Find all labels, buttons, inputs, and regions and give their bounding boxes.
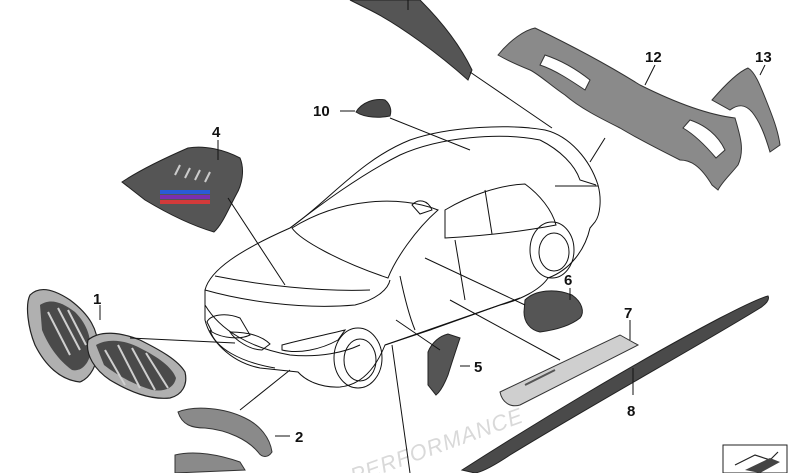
callout-12: 12	[645, 49, 662, 66]
callout-10: 10	[313, 103, 330, 120]
part-7-sill-plate	[499, 334, 640, 407]
part-1-kidney-grille	[26, 288, 187, 399]
callout-8: 8	[627, 403, 635, 420]
car-outline	[204, 126, 601, 389]
part-4-engine-cover	[121, 146, 244, 233]
part-6-mirror-cap	[523, 290, 583, 333]
callout-6: 6	[564, 272, 572, 289]
spoiler-part	[349, 0, 473, 81]
callout-7: 7	[624, 305, 632, 322]
part-10-antenna	[355, 99, 392, 118]
watermark-text: PERFORMANCE	[347, 403, 527, 473]
car-section-icon	[722, 444, 788, 473]
callout-1: 1	[93, 291, 101, 308]
part-5-flap	[427, 333, 461, 396]
part-8-side-skirt	[460, 295, 769, 473]
callout-5: 5	[474, 359, 482, 376]
part-13-bumper-trim	[711, 67, 781, 153]
callout-2: 2	[295, 429, 303, 446]
callout-4: 4	[212, 124, 221, 141]
part-2-front-trims	[174, 407, 273, 473]
callout-labels: 1 2 4 5 6 7 8 10 12 13	[93, 49, 772, 446]
part-12-rear-diffuser	[497, 27, 742, 191]
leader-lines	[99, 0, 766, 473]
callout-13: 13	[755, 49, 772, 66]
